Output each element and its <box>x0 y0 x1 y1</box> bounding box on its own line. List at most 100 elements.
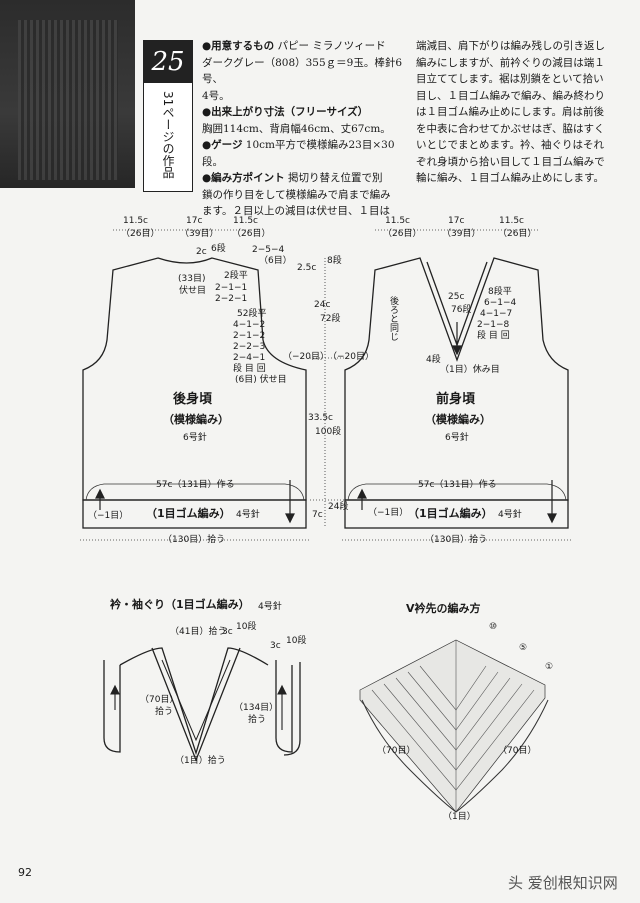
front-title: 前身頃 <box>436 392 476 407</box>
rline-2: 目立ててします。裾は別鎖をといて拾い <box>416 73 604 85</box>
back-arm-t2: 2−1−2 <box>233 331 266 341</box>
line-7: 鎖の作り目をして模様編みで肩まで編み <box>202 188 391 201</box>
back-arm-t1: 4−1−2 <box>233 320 266 330</box>
rline-5: を中表に合わせてかぶせはぎ、脇はすく <box>416 122 605 135</box>
back-cast-on: 57c（131目）作る <box>156 480 235 490</box>
collar-back-pickup: （41目）拾う <box>170 627 227 637</box>
line-3: ●出来上がり寸法（フリーサイズ） <box>202 106 369 118</box>
front-center-hold: （1目）休み目 <box>440 365 500 375</box>
vdim-1-rows: 8段 <box>327 256 342 266</box>
back-arm-t0: 52段平 <box>237 309 267 319</box>
collar-title: 衿・袖ぐり（1目ゴム編み） <box>110 598 250 611</box>
mid-minus: （−20目） <box>328 352 374 362</box>
arm-rows: 10段 <box>286 636 307 646</box>
rline-7: ぞれ身頃から拾い目して１目ゴム編みで <box>416 155 605 168</box>
rline-4: は１目ゴム編み止めにします。肩は前後 <box>416 106 604 118</box>
vneck-mark-10: ⑩ <box>489 622 498 632</box>
vneck-title: V衿先の編み方 <box>406 602 481 615</box>
front-cast-on: 57c（131目）作る <box>418 480 497 490</box>
front-dim-right-m: （26目） <box>498 229 537 239</box>
back-needle: 6号針 <box>183 433 207 443</box>
back-title: 後身頃 <box>173 392 213 407</box>
front-dim-right: 11.5c <box>499 216 524 226</box>
vneck-mark-1: ① <box>545 662 554 672</box>
vneck-mark-5: ⑤ <box>519 643 528 653</box>
back-dim-left-m: （26目） <box>121 229 160 239</box>
back-shoulder-slope: 2−5−4 <box>252 245 285 255</box>
front-dim-left: 11.5c <box>385 216 410 226</box>
front-stitch: （模様編み） <box>425 413 491 426</box>
pattern-number: 25 <box>144 41 192 83</box>
rline-1: 編みにしますが、前衿ぐりの減目は端１ <box>416 56 605 69</box>
page-number: 92 <box>18 866 32 879</box>
rline-3: 目し、１目ゴム編みで編み、編み終わり <box>416 89 605 102</box>
rline-6: いとじでまとめます。衿、袖ぐりはそれ <box>416 139 604 151</box>
back-neck-t0: 2段平 <box>224 271 248 281</box>
front-dim-mid: 17c <box>448 216 465 226</box>
back-shoulder-count: （6目） <box>259 256 292 266</box>
vneck-right: （70目） <box>498 746 537 756</box>
arm-pickup2: 拾う <box>248 715 267 725</box>
watermark: 头 爱创根知识网 <box>508 874 618 892</box>
rline-8: 輪に編み、１目ゴム編み止めにします。 <box>416 172 604 184</box>
back-arm-minus: （−20目） <box>283 352 329 362</box>
vdim-3: 33.5c <box>308 413 333 423</box>
front-pickup: （130目）拾う <box>425 535 488 545</box>
line-4: 胸囲114cm、背肩幅46cm、丈67cm。 <box>202 122 391 135</box>
back-dim-right: 11.5c <box>233 216 258 226</box>
line-6: ●編み方ポイント 掲切り替え位置で別 <box>202 172 383 184</box>
collar-rows: 10段 <box>236 622 257 632</box>
collar-needle: 4号針 <box>258 602 282 612</box>
arm-c: 3c <box>270 641 281 651</box>
line-0: ●用意するもの パピー ミラノツィード <box>202 40 386 52</box>
back-rib-minus: （−1目） <box>88 511 129 521</box>
back-neck-bindoff-label: 伏せ目 <box>179 286 207 296</box>
back-arm-t3: 2−2−3 <box>233 342 266 352</box>
front-v-t1: 6−1−4 <box>484 298 517 308</box>
back-dim-left: 11.5c <box>123 216 148 226</box>
line-1: ダークグレー（808）355ｇ＝9玉。棒針6号、 <box>202 56 403 86</box>
back-neck-depth: 2c <box>196 247 207 257</box>
garment-photo <box>0 0 135 188</box>
vdim-4: 7c <box>312 510 323 520</box>
arm-pickup: （134目） <box>234 703 279 713</box>
vdim-2: 24c <box>314 300 331 310</box>
front-dim-mid-m: （39目） <box>442 229 481 239</box>
back-arm-t5: 段 目 回 <box>233 364 266 374</box>
back-dim-mid-m: （39目） <box>180 229 219 239</box>
line-2: 4号。 <box>202 89 230 102</box>
vneck-center: （1目） <box>443 812 476 822</box>
front-rib-label: （1目ゴム編み） <box>408 507 493 520</box>
back-arm-t6: (6目) 伏せ目 <box>235 375 287 385</box>
front-rib-minus: （−1目） <box>368 508 409 518</box>
instructions-right: 端減目、肩下がりは編み残しの引き返し 編みにしますが、前衿ぐりの減目は端１ 目立… <box>416 38 631 187</box>
back-neck-t1: 2−1−1 <box>215 283 248 293</box>
collar-center-pickup: （1目）拾う <box>175 756 226 766</box>
instructions-left: ●用意するもの パピー ミラノツィード ダークグレー（808）355ｇ＝9玉。棒… <box>202 38 412 220</box>
vneck-left: （70目） <box>377 746 416 756</box>
back-neck-t2: 2−2−1 <box>215 294 248 304</box>
line-5: ●ゲージ 10cm平方で模様編み23目×30段。 <box>202 139 395 168</box>
back-rib-needle: 4号針 <box>236 510 260 520</box>
front-v-t4: 段 目 回 <box>477 331 510 341</box>
back-pickup: （130目）拾う <box>163 535 226 545</box>
collar-side-pickup2: 拾う <box>155 707 174 717</box>
collar-side-pickup: （70目） <box>140 695 179 705</box>
line-8: ます。２目以上の減目は伏せ目、１目は <box>202 205 390 217</box>
page-reference: 31ページの作品 <box>161 91 175 179</box>
back-stitch: （模様編み） <box>163 413 229 426</box>
vdim-3-rows: 100段 <box>315 427 342 437</box>
pattern-badge: 25 31ページの作品 <box>143 40 193 192</box>
vdim-2-rows: 72段 <box>320 314 341 324</box>
front-dim-left-m: （26目） <box>383 229 422 239</box>
front-v-depth: 25c <box>448 292 465 302</box>
front-v-t2: 4−1−7 <box>480 309 513 319</box>
collar-c: 3c <box>222 627 233 637</box>
back-dim-mid: 17c <box>186 216 203 226</box>
front-v-rows: 76段 <box>451 305 472 315</box>
front-center-rows: 4段 <box>426 355 441 365</box>
vdim-4-rows: 24段 <box>328 502 349 512</box>
front-needle: 6号針 <box>445 433 469 443</box>
rline-0: 端減目、肩下がりは編み残しの引き返し <box>416 40 605 52</box>
